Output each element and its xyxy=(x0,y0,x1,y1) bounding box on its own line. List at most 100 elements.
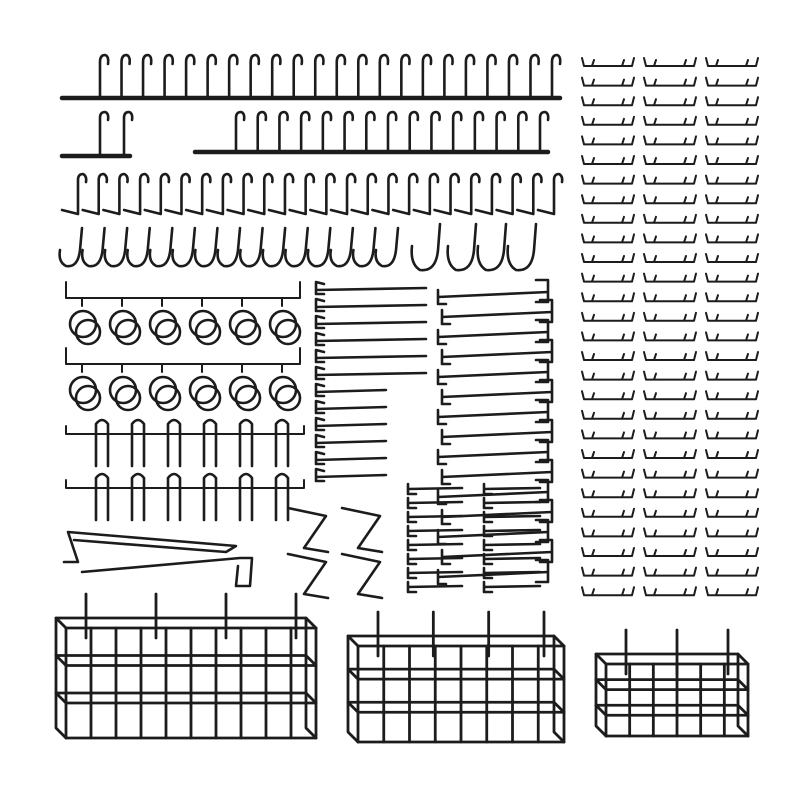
locking-clip xyxy=(705,409,759,420)
l-hook xyxy=(164,172,191,216)
ring-loop-back xyxy=(274,384,302,412)
rail-hooks-group xyxy=(59,53,563,159)
locking-clip xyxy=(581,586,635,597)
j-hook xyxy=(216,226,242,268)
ring-loop-back xyxy=(74,384,102,412)
locking-clip xyxy=(643,468,697,479)
locking-clip xyxy=(581,370,635,381)
u-hook xyxy=(202,418,218,468)
locking-clip xyxy=(643,194,697,205)
v-clip xyxy=(340,506,384,554)
fork-hook xyxy=(440,298,554,326)
top-rail-hook xyxy=(206,53,218,100)
short-rail-hook xyxy=(98,110,110,158)
ring-loop-back xyxy=(114,318,142,346)
locking-clip xyxy=(705,135,759,146)
l-hook xyxy=(329,172,357,216)
top-rail-hook xyxy=(227,53,239,100)
u-hook xyxy=(238,472,254,522)
locking-clip xyxy=(705,155,759,165)
small-basket-side xyxy=(594,652,608,738)
l-hook xyxy=(536,172,564,216)
top-rail-hook xyxy=(550,53,562,100)
locking-clip xyxy=(643,409,697,420)
top-rail-hook xyxy=(292,53,304,100)
j-hook xyxy=(306,226,332,268)
ring-loop xyxy=(188,309,218,339)
long-rail-hook xyxy=(321,110,333,154)
straight-hook xyxy=(314,433,388,449)
locking-clip xyxy=(705,507,759,518)
straight-hook xyxy=(314,382,388,398)
locking-clip xyxy=(581,213,635,224)
ring-loop-back xyxy=(194,318,222,346)
ring-loop xyxy=(228,375,258,405)
locking-clip xyxy=(643,547,697,557)
hook-rows-group xyxy=(58,172,564,272)
locking-clip xyxy=(643,488,697,499)
ring-loop-back xyxy=(234,318,262,346)
locking-clip xyxy=(581,468,635,479)
l-hook xyxy=(433,172,461,216)
locking-clip xyxy=(581,135,635,146)
l-hook xyxy=(81,172,109,216)
short-peg-hook xyxy=(406,510,464,524)
ring-loop xyxy=(268,309,298,339)
v-clip xyxy=(340,552,384,600)
j-hook xyxy=(284,226,310,268)
top-rail-hook xyxy=(270,53,282,100)
top-rail-hook xyxy=(335,53,347,100)
u-hook xyxy=(238,418,254,468)
locking-clip xyxy=(643,292,697,303)
locking-clip xyxy=(581,233,635,244)
locking-clip xyxy=(581,429,635,440)
locking-clip xyxy=(643,233,697,244)
locking-clip xyxy=(643,390,697,401)
locking-clip xyxy=(705,76,759,87)
locking-clip xyxy=(705,527,759,538)
locking-clip xyxy=(705,174,759,185)
straight-hook xyxy=(314,297,428,313)
locking-clip xyxy=(643,507,697,518)
short-peg-hook xyxy=(406,552,464,566)
large-j-hook xyxy=(506,222,538,272)
u-hook xyxy=(202,472,218,522)
l-hook xyxy=(474,172,502,216)
locking-clip xyxy=(581,292,635,303)
long-hook-1 xyxy=(62,530,238,564)
locking-clip xyxy=(581,96,635,107)
locking-clip xyxy=(705,370,759,381)
long-rail-hook xyxy=(386,110,398,154)
long-rail-hook xyxy=(234,110,246,154)
ring-loop xyxy=(228,309,258,339)
ring-loop xyxy=(148,375,178,405)
locking-clip xyxy=(643,331,697,342)
short-peg-hook xyxy=(406,538,464,552)
locking-clip xyxy=(643,76,697,87)
ring-strip-bar xyxy=(65,347,301,365)
j-hook xyxy=(171,226,197,268)
fork-hook xyxy=(436,278,550,306)
u-strip-bar xyxy=(65,425,305,435)
locking-clip xyxy=(581,174,635,185)
wire-baskets-group xyxy=(54,592,750,744)
ring-holders-group xyxy=(65,281,302,412)
j-hook xyxy=(80,226,106,268)
locking-clip xyxy=(705,449,759,459)
locking-clip xyxy=(581,194,635,205)
locking-clip xyxy=(705,233,759,244)
j-hook xyxy=(374,226,400,268)
locking-clip xyxy=(705,566,759,577)
l-hook xyxy=(102,172,129,216)
long-rail-hook xyxy=(430,110,441,154)
straight-hook xyxy=(314,399,388,415)
ring-loop-back xyxy=(114,384,142,412)
straight-hook xyxy=(314,280,428,296)
u-hook xyxy=(94,472,110,522)
ring-loop xyxy=(188,375,218,405)
locking-clip xyxy=(643,449,697,459)
long-rail-hook xyxy=(473,110,485,154)
locking-clip xyxy=(705,253,759,263)
